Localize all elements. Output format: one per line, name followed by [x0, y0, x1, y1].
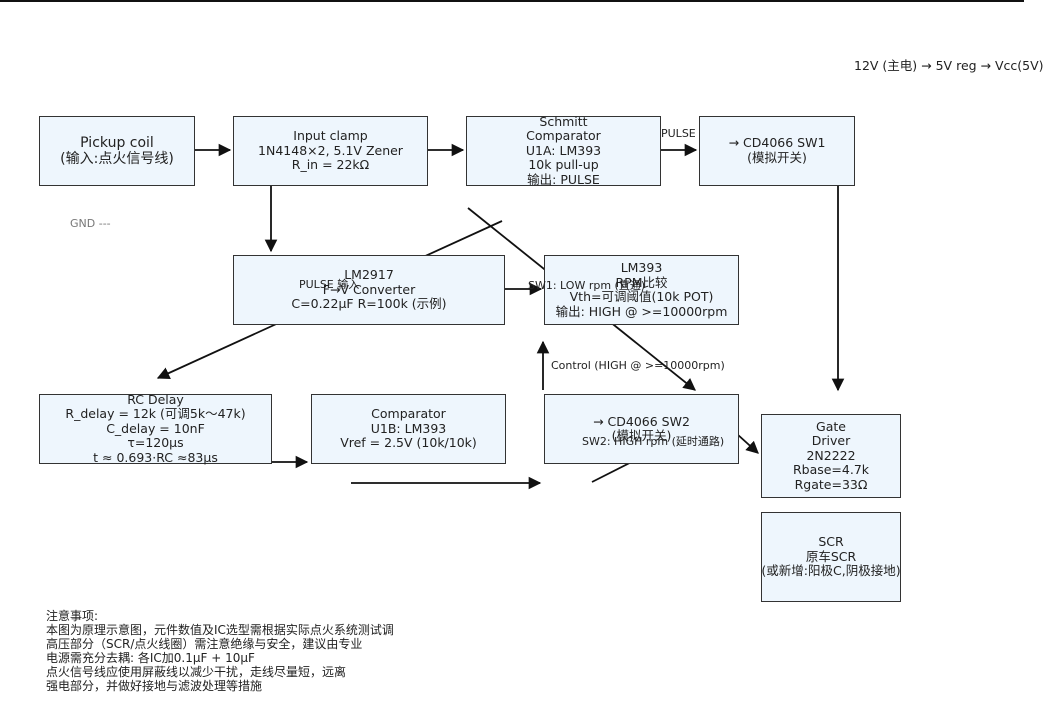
edge-label-control: Control (HIGH @ >=10000rpm): [551, 359, 725, 372]
notes-line: 高压部分（SCR/点火线圈）需注意绝缘与安全，建议由专业: [46, 637, 363, 651]
edge-label-pulse-input: PULSE 输入: [299, 278, 360, 291]
notes-line: 强电部分，并做好接地与滤波处理等措施: [46, 679, 263, 693]
notes-line: 本图为原理示意图，元件数值及IC选型需根据实际点火系统测试调: [46, 623, 394, 637]
block-pickup-coil: Pickup coil(输入:点火信号线): [39, 116, 195, 186]
edge-label-pulse: PULSE: [661, 127, 696, 140]
notes-line: 注意事项:: [46, 609, 99, 623]
power-label: 12V (主电) → 5V reg → Vcc(5V): [854, 58, 1044, 73]
edge-label-sw2-high: SW2: HIGH rpm (延时通路): [582, 435, 725, 448]
notes-line: 点火信号线应使用屏蔽线以减少干扰，走线尽量短，远离: [46, 665, 347, 679]
gnd-label: GND ---: [70, 217, 111, 230]
top-border: [0, 0, 1024, 2]
block-cd4066-sw1: → CD4066 SW1(模拟开关): [699, 116, 855, 186]
notes: 注意事项: 本图为原理示意图，元件数值及IC选型需根据实际点火系统测试调 高压部…: [46, 609, 394, 693]
edge-label-sw1-low: SW1: LOW rpm (直通): [528, 279, 646, 292]
block-cd4066-sw2: → CD4066 SW2(模拟开关): [544, 394, 739, 464]
notes-line: 电源需充分去耦: 各IC加0.1µF + 10µF: [46, 651, 255, 665]
